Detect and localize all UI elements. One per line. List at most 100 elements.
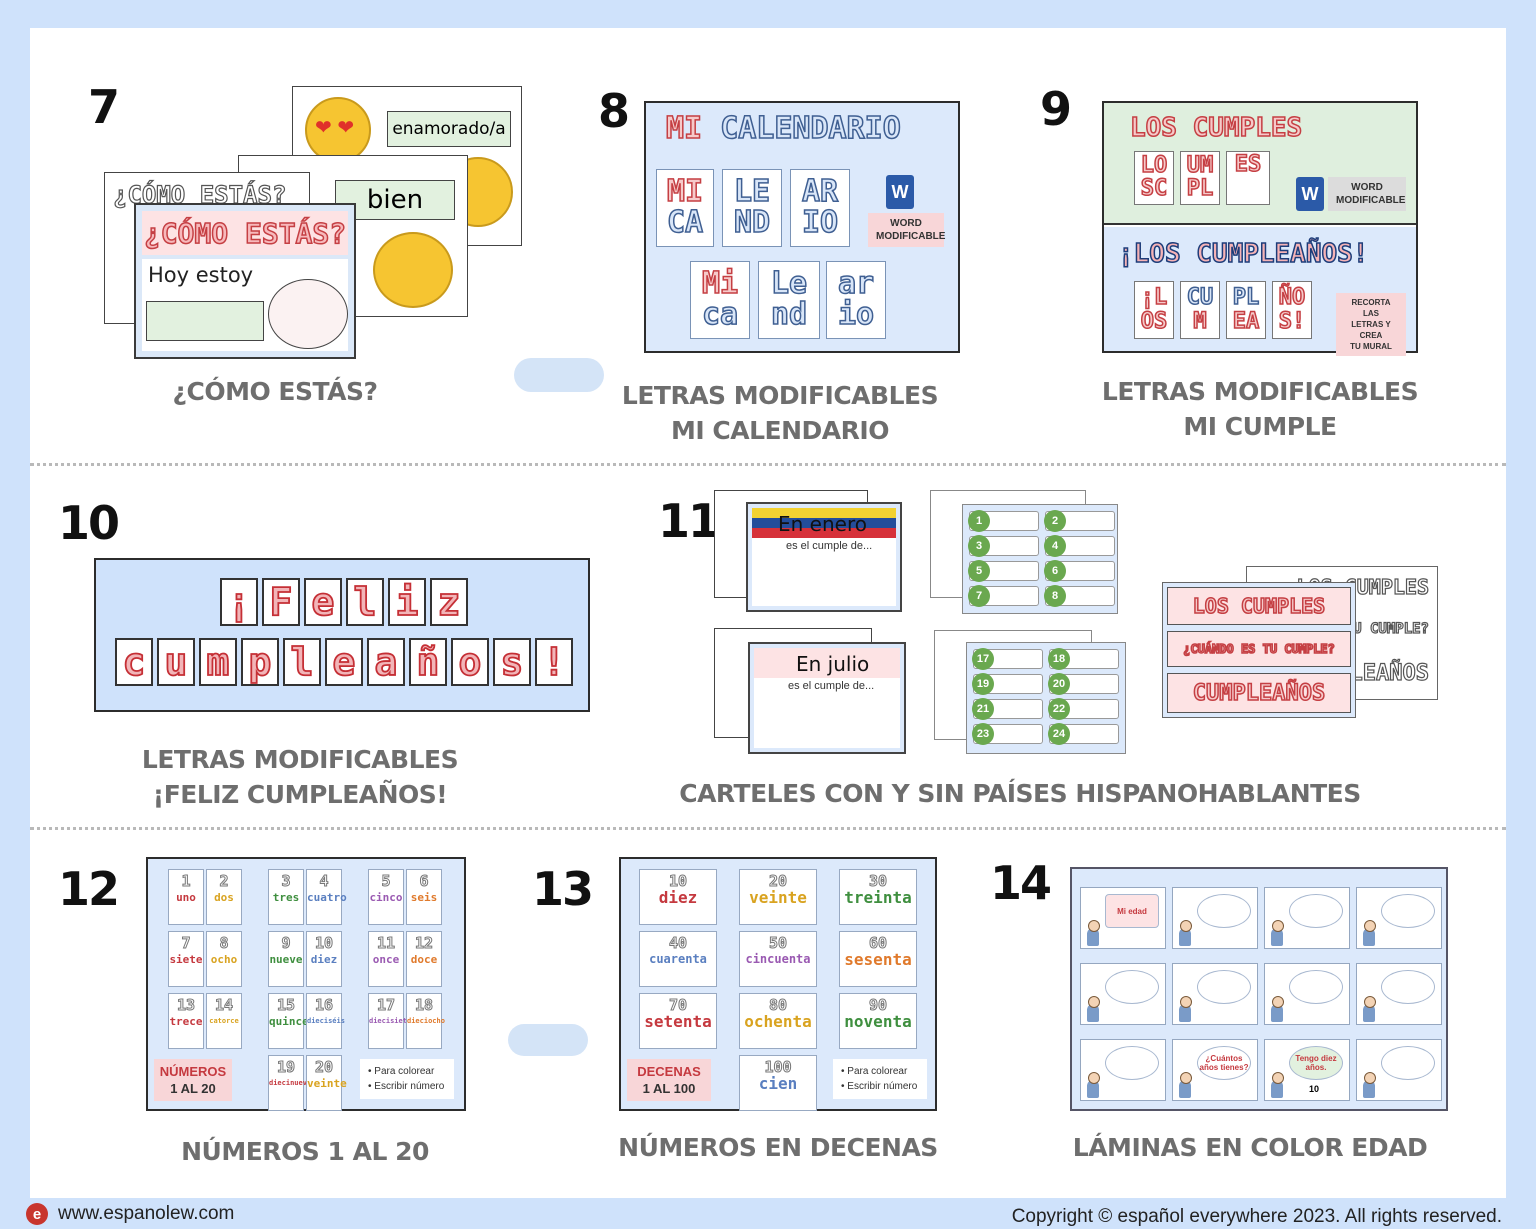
speech-bubble	[1197, 894, 1251, 928]
number-label: 8	[1044, 585, 1066, 607]
child-figure	[1179, 996, 1192, 1022]
number-label: 6	[1044, 560, 1066, 582]
number-label: 18	[1048, 648, 1070, 670]
number-badge: 1	[968, 510, 1039, 532]
lamina-thumbnail	[1264, 887, 1350, 949]
item-number: 13	[532, 862, 594, 916]
number-badge: 7	[968, 585, 1039, 607]
letter-tile: z	[430, 578, 468, 626]
speech-bubble	[1381, 970, 1435, 1004]
item-number: 11	[658, 494, 720, 548]
speech-bubble	[1381, 1046, 1435, 1080]
item-caption: LÁMINAS EN COLOR EDAD	[1072, 1133, 1428, 1162]
word-icon: W	[886, 175, 914, 209]
lamina-thumbnail	[1080, 963, 1166, 1025]
lamina-thumbnail: ¿Cuántos años tienes?	[1172, 1039, 1258, 1101]
number-label: 1	[968, 510, 990, 532]
child-figure	[1087, 920, 1100, 946]
speech-bubble	[1289, 970, 1343, 1004]
letter-tile: ¡	[220, 578, 258, 626]
child-figure	[1363, 996, 1376, 1022]
speech-bubble	[1197, 970, 1251, 1004]
number-badge: 2	[1044, 510, 1115, 532]
speech-bubble	[1381, 894, 1435, 928]
child-figure	[1363, 920, 1376, 946]
child-figure	[1271, 920, 1284, 946]
letter-tile: o	[451, 638, 489, 686]
item-number: 7	[88, 80, 120, 134]
lamina-thumbnail	[1356, 1039, 1442, 1101]
card-prompt: Hoy estoy	[148, 263, 254, 287]
section-divider	[30, 463, 1506, 466]
letter-tile: e	[304, 578, 342, 626]
letter-tile: a	[367, 638, 405, 686]
lamina-thumbnail	[1172, 963, 1258, 1025]
item-number: 14	[990, 856, 1052, 910]
child-figure	[1087, 996, 1100, 1022]
speech-bubble	[1105, 1046, 1159, 1080]
lamina-thumbnail	[1356, 887, 1442, 949]
number-label: 22	[1048, 698, 1070, 720]
cloud-decoration	[514, 358, 604, 392]
number-label: 17	[972, 648, 994, 670]
footer-website[interactable]: e www.espanolew.com	[26, 1203, 234, 1225]
child-figure	[1271, 1072, 1284, 1098]
speech-bubble: ¿Cuántos años tienes?	[1197, 1046, 1251, 1080]
lamina-thumbnail: Mi edad	[1080, 887, 1166, 949]
lamina-thumbnail	[1356, 963, 1442, 1025]
number-badge: 18	[1048, 648, 1119, 670]
number-badge: 8	[1044, 585, 1115, 607]
lamina-thumbnail	[1264, 963, 1350, 1025]
speech-bubble	[1289, 894, 1343, 928]
letter-tile: p	[241, 638, 279, 686]
number-label: 24	[1048, 723, 1070, 745]
letter-tile: c	[115, 638, 153, 686]
number-badge: 21	[972, 698, 1043, 720]
letter-tile: i	[388, 578, 426, 626]
number-badge: 23	[972, 723, 1043, 745]
letter-tile: s	[493, 638, 531, 686]
letter-tile: F	[262, 578, 300, 626]
letter-tile: e	[325, 638, 363, 686]
number-label: 7	[968, 585, 990, 607]
number-badge: 3	[968, 535, 1039, 557]
lamina-thumbnail	[1080, 1039, 1166, 1101]
item-caption: CARTELES CON Y SIN PAÍSES HISPANOHABLANT…	[679, 779, 1361, 808]
letter-tile: ñ	[409, 638, 447, 686]
letter-tile: !	[535, 638, 573, 686]
number-label: 2	[1044, 510, 1066, 532]
preview-title: MI CALENDARIO	[665, 110, 901, 147]
number-badge: 6	[1044, 560, 1115, 582]
number-label: 3	[968, 535, 990, 557]
item-caption: NÚMEROS EN DECENAS	[618, 1133, 938, 1162]
